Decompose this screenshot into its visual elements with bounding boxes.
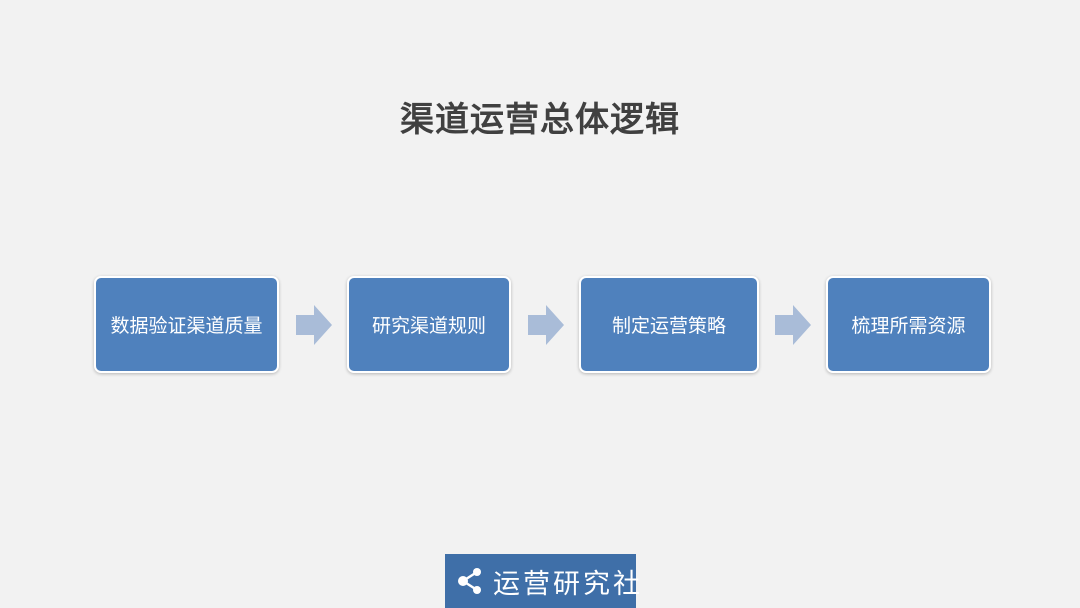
step-label: 梳理所需资源: [851, 315, 966, 337]
brand-label: 运营研究社: [493, 568, 643, 600]
share-icon: [455, 566, 485, 596]
page-title: 渠道运营总体逻辑: [400, 100, 680, 140]
right-arrow-icon: [775, 305, 811, 345]
right-arrow-icon: [528, 305, 564, 345]
step-box-1: 数据验证渠道质量: [94, 276, 279, 373]
step-label: 研究渠道规则: [371, 315, 486, 337]
brand-logo: 运营研究社: [445, 554, 640, 608]
right-arrow-icon: [296, 305, 332, 345]
step-box-3: 制定运营策略: [579, 276, 759, 373]
step-label: 数据验证渠道质量: [110, 315, 263, 337]
step-box-4: 梳理所需资源: [826, 276, 991, 373]
step-box-2: 研究渠道规则: [347, 276, 511, 373]
step-label: 制定运营策略: [611, 315, 726, 337]
